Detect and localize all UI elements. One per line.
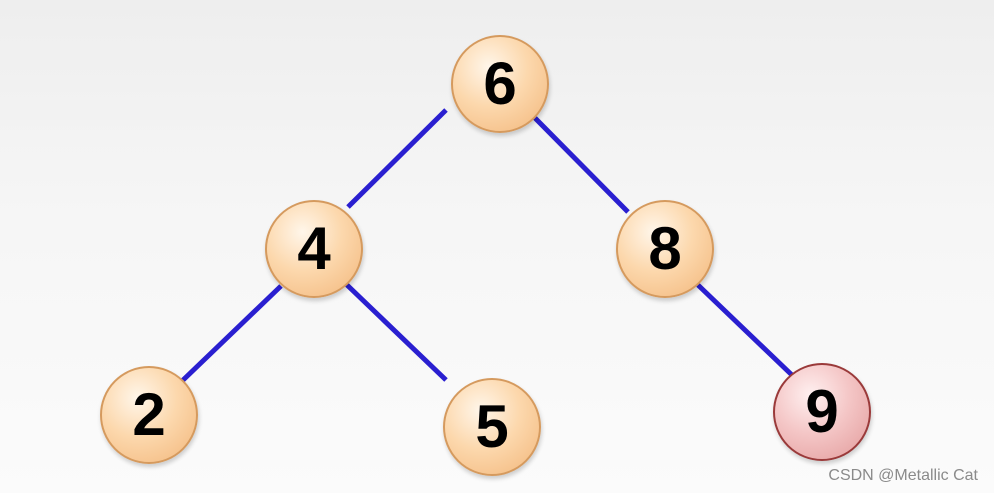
tree-node-9: 9 [773,363,871,461]
node-label: 8 [648,215,682,282]
node-label: 2 [132,381,166,448]
node-label: 4 [297,215,331,282]
node-label: 5 [475,393,509,460]
watermark: CSDN @Metallic Cat [828,467,978,484]
node-label: 6 [483,50,517,117]
tree-node-5: 5 [443,378,541,476]
edge-6-8 [533,116,630,214]
tree-node-8: 8 [616,200,714,298]
edge-6-4 [346,108,448,209]
tree-node-6: 6 [451,35,549,133]
node-label: 9 [805,378,839,445]
edge-8-9 [696,283,796,379]
tree-node-2: 2 [100,366,198,464]
edge-4-2 [179,284,283,384]
edge-4-5 [344,282,448,382]
tree-node-4: 4 [265,200,363,298]
